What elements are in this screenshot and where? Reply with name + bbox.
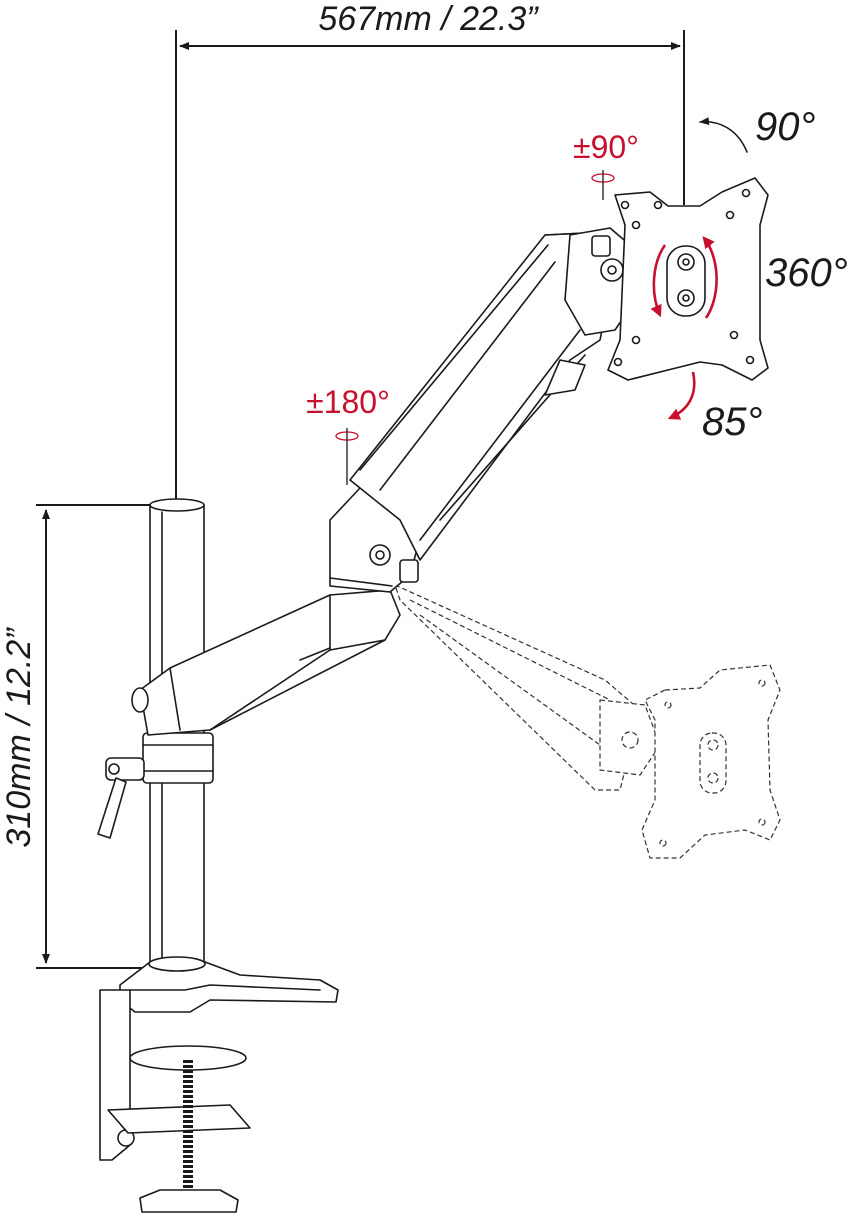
head-swivel-knuckle (591, 235, 611, 257)
clamp-bottom-plate (107, 1104, 251, 1134)
head-tilt-pivot (600, 258, 624, 282)
vesa-mount-hole (631, 335, 641, 345)
gas-spring-cover (544, 359, 586, 396)
tilt-up-label: 90° (755, 105, 816, 149)
vesa-mount-hole (729, 330, 739, 340)
collar-body (142, 732, 214, 784)
lower-arm-hub (131, 687, 149, 713)
vesa-mount-hole (745, 355, 755, 365)
rotation-arrow-left (650, 244, 667, 318)
elbow-screw (399, 559, 419, 583)
ghost-mount-hole (758, 818, 766, 826)
height-dimension: 310mm / 12.2” (0, 504, 176, 969)
rotation-360-indicator: 360° (765, 251, 848, 295)
ghost-screw-hole-top (707, 739, 719, 751)
lower-arm-edges (169, 594, 386, 731)
vesa-screw-bottom (677, 289, 695, 307)
ghost-screw-hole-bottom (707, 772, 719, 784)
height-label: 310mm / 12.2” (0, 627, 38, 848)
vesa-screw-top-center (682, 258, 690, 266)
base-clamp (99, 956, 339, 1213)
lower-arm (131, 589, 401, 736)
rotation-360-arrows (650, 236, 718, 319)
vesa-mount-hole (631, 220, 641, 230)
elbow-pivot (369, 544, 391, 566)
ghost-vesa-plate (641, 664, 781, 859)
vesa-mount-hole (725, 210, 735, 220)
lower-arm-groove (299, 647, 331, 661)
rotation-label: 360° (765, 251, 848, 295)
tilt-up-arrow (699, 117, 748, 153)
vesa-mount-hole (620, 200, 630, 210)
arm-swivel-indicator: ±180° (306, 384, 390, 485)
head-swivel-label: ±90° (573, 129, 639, 165)
vesa-screw-top (677, 253, 695, 271)
tilt-up-indicator: 90° (699, 105, 816, 153)
elbow-pivot-center (375, 550, 385, 560)
rotation-arrow-right (702, 236, 718, 319)
clamp-screw-pad (139, 1189, 239, 1213)
elbow-seam (329, 577, 393, 587)
ghost-mount-hole (758, 679, 766, 687)
head-tilt-pivot-center (607, 265, 617, 275)
vesa-screw-bottom-center (682, 294, 690, 302)
ghost-arm (364, 499, 661, 791)
tilt-down-arrow (667, 371, 696, 420)
vesa-mount-hole (653, 200, 663, 210)
ghost-plate-slot (699, 732, 727, 794)
pole-cap (149, 498, 205, 512)
vesa-mount-hole (613, 357, 623, 367)
lock-knob-cap (108, 763, 120, 775)
ghost-joint-pivot (621, 731, 639, 749)
vesa-mount-hole (741, 188, 751, 198)
tilt-down-indicator: 85° (667, 371, 763, 444)
vesa-plate (607, 177, 769, 381)
lock-knob (105, 757, 145, 781)
height-collar (97, 732, 214, 839)
ghost-mount-hole (664, 701, 672, 709)
vesa-center-slot (666, 245, 706, 317)
ghost-arm-body (394, 584, 641, 791)
ghost-mount-hole (659, 839, 667, 847)
base-collar (148, 956, 206, 972)
base-foot-edge (129, 984, 321, 991)
head-swivel-indicator: ±90° (573, 129, 639, 200)
lock-handle (97, 777, 127, 839)
width-dimension: 567mm / 22.3” (175, 0, 685, 510)
width-label: 567mm / 22.3” (318, 0, 539, 38)
upper-arm-edges (359, 244, 586, 541)
lower-arm-body (139, 589, 401, 736)
arm-swivel-label: ±180° (306, 384, 390, 420)
base-foot (119, 961, 339, 1013)
tilt-down-label: 85° (702, 400, 763, 444)
upper-arm (349, 231, 611, 561)
